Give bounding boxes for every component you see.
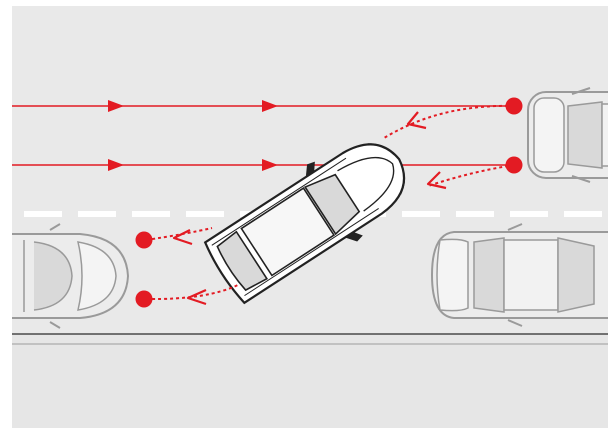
sensor-point — [505, 156, 523, 174]
dotted-detection-arc — [383, 104, 515, 139]
arrowhead — [406, 111, 427, 130]
sidewalk — [12, 334, 608, 428]
arrowhead — [426, 171, 447, 190]
straight-sensor-lines — [12, 100, 510, 171]
arrowhead — [186, 288, 207, 306]
direction-arrow — [262, 159, 278, 171]
dotted-detection-arc — [145, 283, 241, 301]
arrowhead — [172, 229, 193, 246]
parked-car-front-left — [12, 223, 130, 329]
sensor-point — [135, 290, 153, 308]
parked-car-upper-right — [527, 87, 608, 183]
sensor-point — [505, 97, 523, 115]
direction-arrow — [108, 100, 124, 112]
direction-arrow — [108, 159, 124, 171]
direction-arrow — [262, 100, 278, 112]
sensor-point — [135, 231, 153, 249]
dotted-detection-arc — [427, 164, 515, 187]
reversing-car — [203, 143, 406, 305]
parked-car-rear-right — [430, 223, 608, 327]
